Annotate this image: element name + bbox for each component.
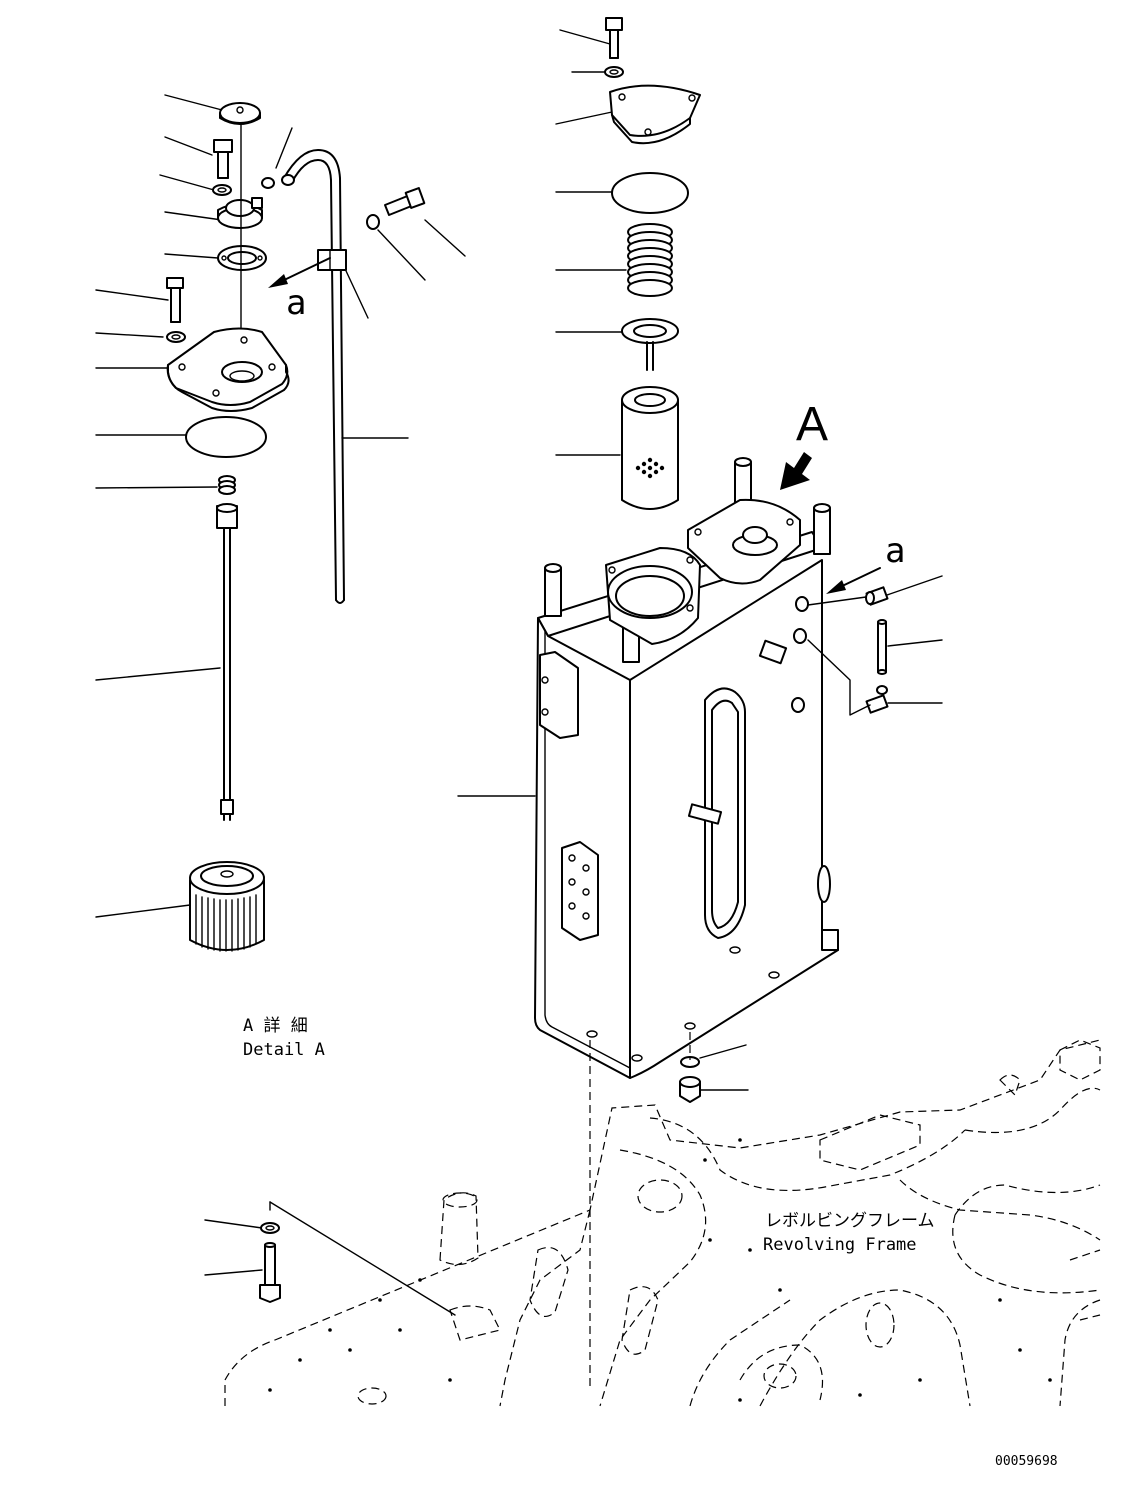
revolving-frame	[224, 1032, 1101, 1407]
flange-bolt	[166, 277, 184, 323]
view-letter-a: A	[796, 398, 828, 451]
hydraulic-tank	[534, 457, 839, 1079]
bolt-leader-to-frame	[269, 1201, 456, 1316]
arrow-a-right	[826, 567, 881, 594]
cap-washer	[212, 184, 232, 196]
o-ring-center	[611, 172, 689, 214]
cover-plate	[166, 327, 290, 412]
frame-label-bg	[760, 1208, 950, 1256]
leader-lines-right	[204, 29, 943, 1276]
flange-washer	[166, 331, 186, 343]
filter-cover	[609, 84, 701, 145]
elbow-fitting-bottom	[865, 685, 889, 714]
elbow-fitting-top	[865, 586, 889, 606]
frame-label-jp: レボルビングフレーム	[765, 1211, 935, 1231]
filter-spring	[627, 223, 673, 297]
drain-seal	[680, 1056, 700, 1068]
breather-hose	[261, 149, 347, 604]
cover-washer	[604, 66, 624, 78]
mount-washer	[260, 1222, 280, 1234]
drawing-number: 00059698	[995, 1454, 1058, 1469]
breather-valve	[217, 197, 263, 229]
valve-disc	[621, 318, 679, 371]
strainer	[189, 861, 265, 952]
mount-bolt	[259, 1242, 281, 1303]
frame-label-en: Revolving Frame	[763, 1235, 917, 1255]
detail-label-en: Detail A	[243, 1040, 325, 1060]
filter-element	[621, 386, 679, 510]
breather-cap	[219, 102, 261, 125]
drain-plug	[679, 1076, 701, 1103]
hose-clip-bolt	[366, 187, 426, 230]
cover-bolt	[605, 17, 623, 59]
o-ring-left	[185, 416, 267, 458]
arrow-ref-a-left: a	[286, 283, 306, 323]
valve-gasket	[217, 245, 267, 271]
cap-bolt	[213, 139, 233, 179]
leader-lines-left	[95, 94, 466, 918]
view-arrow-a	[780, 452, 812, 490]
pipe-stub	[877, 619, 887, 675]
detail-label-jp: A 詳 細	[243, 1016, 308, 1036]
suction-rod	[216, 503, 238, 821]
spring-left	[218, 475, 236, 495]
arrow-a-left	[268, 257, 331, 288]
arrow-ref-a-right: a	[885, 531, 905, 571]
fitting-leaders	[807, 596, 871, 716]
